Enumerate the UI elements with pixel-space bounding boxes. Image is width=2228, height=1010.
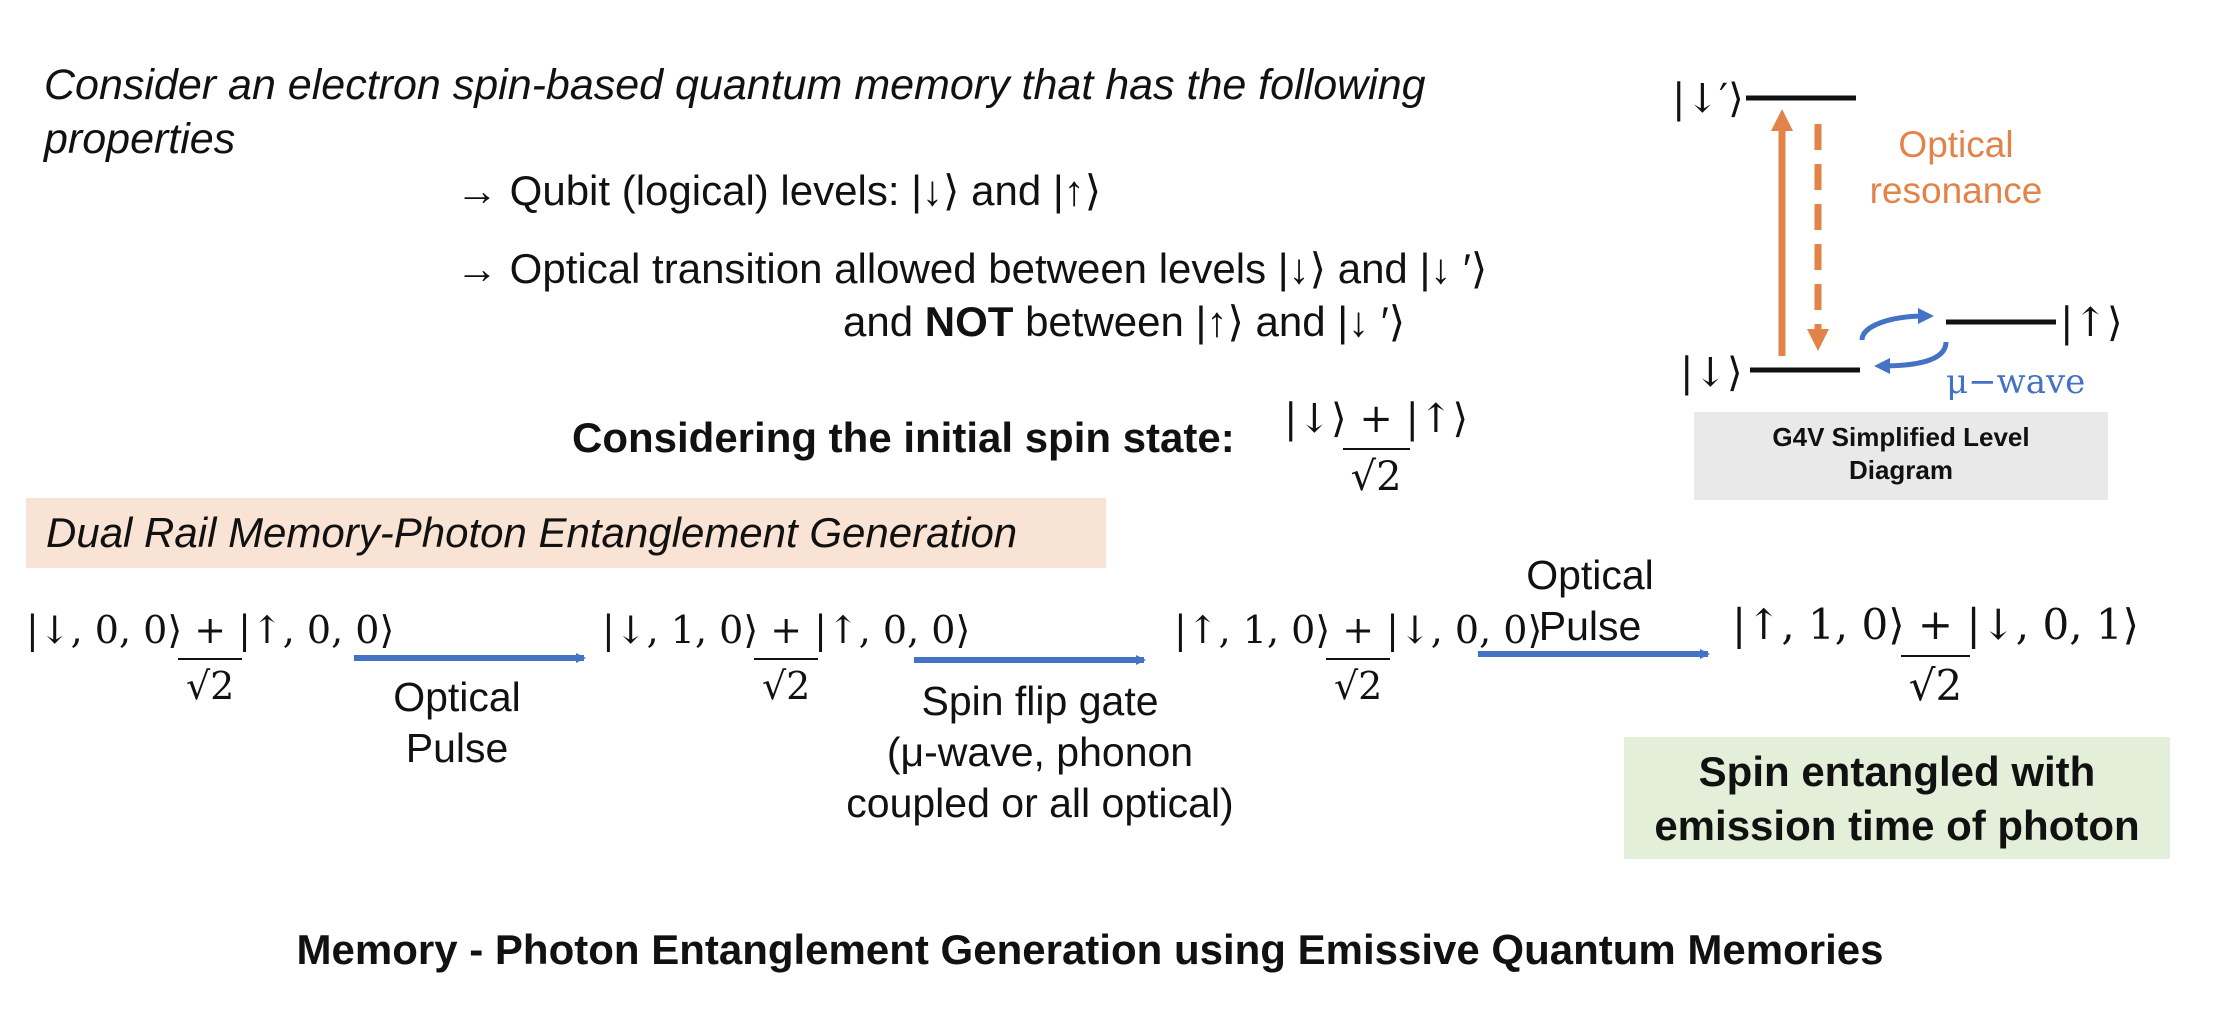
- state-1-numerator: |↓, 0, 0⟩ + |↑, 0, 0⟩: [26, 608, 395, 652]
- state-3: |↑, 1, 0⟩ + |↓, 0, 0⟩ √2: [1170, 608, 1546, 708]
- optical-resonance-label: Optical resonance: [1869, 124, 2043, 211]
- state-1: |↓, 0, 0⟩ + |↑, 0, 0⟩ √2: [22, 608, 398, 708]
- intro-text: Consider an electron spin-based quantum …: [44, 61, 1426, 163]
- step-optical-pulse-2: Optical Pulse: [1526, 552, 1654, 649]
- initial-state-fraction: |↓⟩ + |↑⟩ √2: [1280, 396, 1472, 500]
- state-3-denominator: √2: [1325, 658, 1391, 708]
- state-2-numerator: |↓, 1, 0⟩ + |↑, 0, 0⟩: [602, 608, 971, 652]
- footer-title: Memory - Photon Entanglement Generation …: [296, 926, 1884, 973]
- state-1-denominator: √2: [177, 658, 243, 708]
- microwave-label: μ−wave: [1946, 362, 2086, 402]
- section-title-box: Dual Rail Memory-Photon Entanglement Gen…: [26, 498, 1106, 568]
- initial-state-label: Considering the initial spin state:: [572, 414, 1235, 461]
- state-3-numerator: |↑, 1, 0⟩ + |↓, 0, 0⟩: [1174, 608, 1543, 652]
- bullet-optical-transition: → Optical transition allowed between lev…: [456, 245, 1488, 292]
- level-diagram-caption: G4V Simplified Level Diagram: [1694, 412, 2108, 500]
- state-4-numerator: |↑, 1, 0⟩ + |↓, 0, 1⟩: [1732, 600, 2140, 649]
- step-optical-pulse-1: Optical Pulse: [393, 674, 521, 771]
- microwave-arrow-lower: [1874, 341, 1949, 374]
- step-spin-flip-gate: Spin flip gate (μ-wave, phonon coupled o…: [846, 678, 1234, 826]
- initial-state-numerator: |↓⟩ + |↑⟩: [1284, 396, 1469, 442]
- initial-state-denominator: √2: [1342, 448, 1410, 500]
- ground-up-label: |↑⟩: [2060, 300, 2123, 346]
- ground-down-label: |↓⟩: [1680, 350, 1743, 396]
- excited-level-label: |↓′⟩: [1672, 76, 1744, 122]
- bullet-qubit-levels: → Qubit (logical) levels: |↓⟩ and |↑⟩: [456, 167, 1102, 214]
- state-4: |↑, 1, 0⟩ + |↓, 0, 1⟩ √2: [1728, 600, 2143, 710]
- result-box: Spin entangled with emission time of pho…: [1624, 737, 2170, 859]
- state-2-denominator: √2: [753, 658, 819, 708]
- microwave-arrow-upper: [1859, 308, 1934, 341]
- state-2: |↓, 1, 0⟩ + |↑, 0, 0⟩ √2: [598, 608, 974, 708]
- bullet-optical-transition-continued: and NOT between |↑⟩ and |↓ ′⟩: [843, 298, 1406, 345]
- not-emphasis: NOT: [924, 298, 1014, 345]
- state-4-denominator: √2: [1900, 655, 1971, 710]
